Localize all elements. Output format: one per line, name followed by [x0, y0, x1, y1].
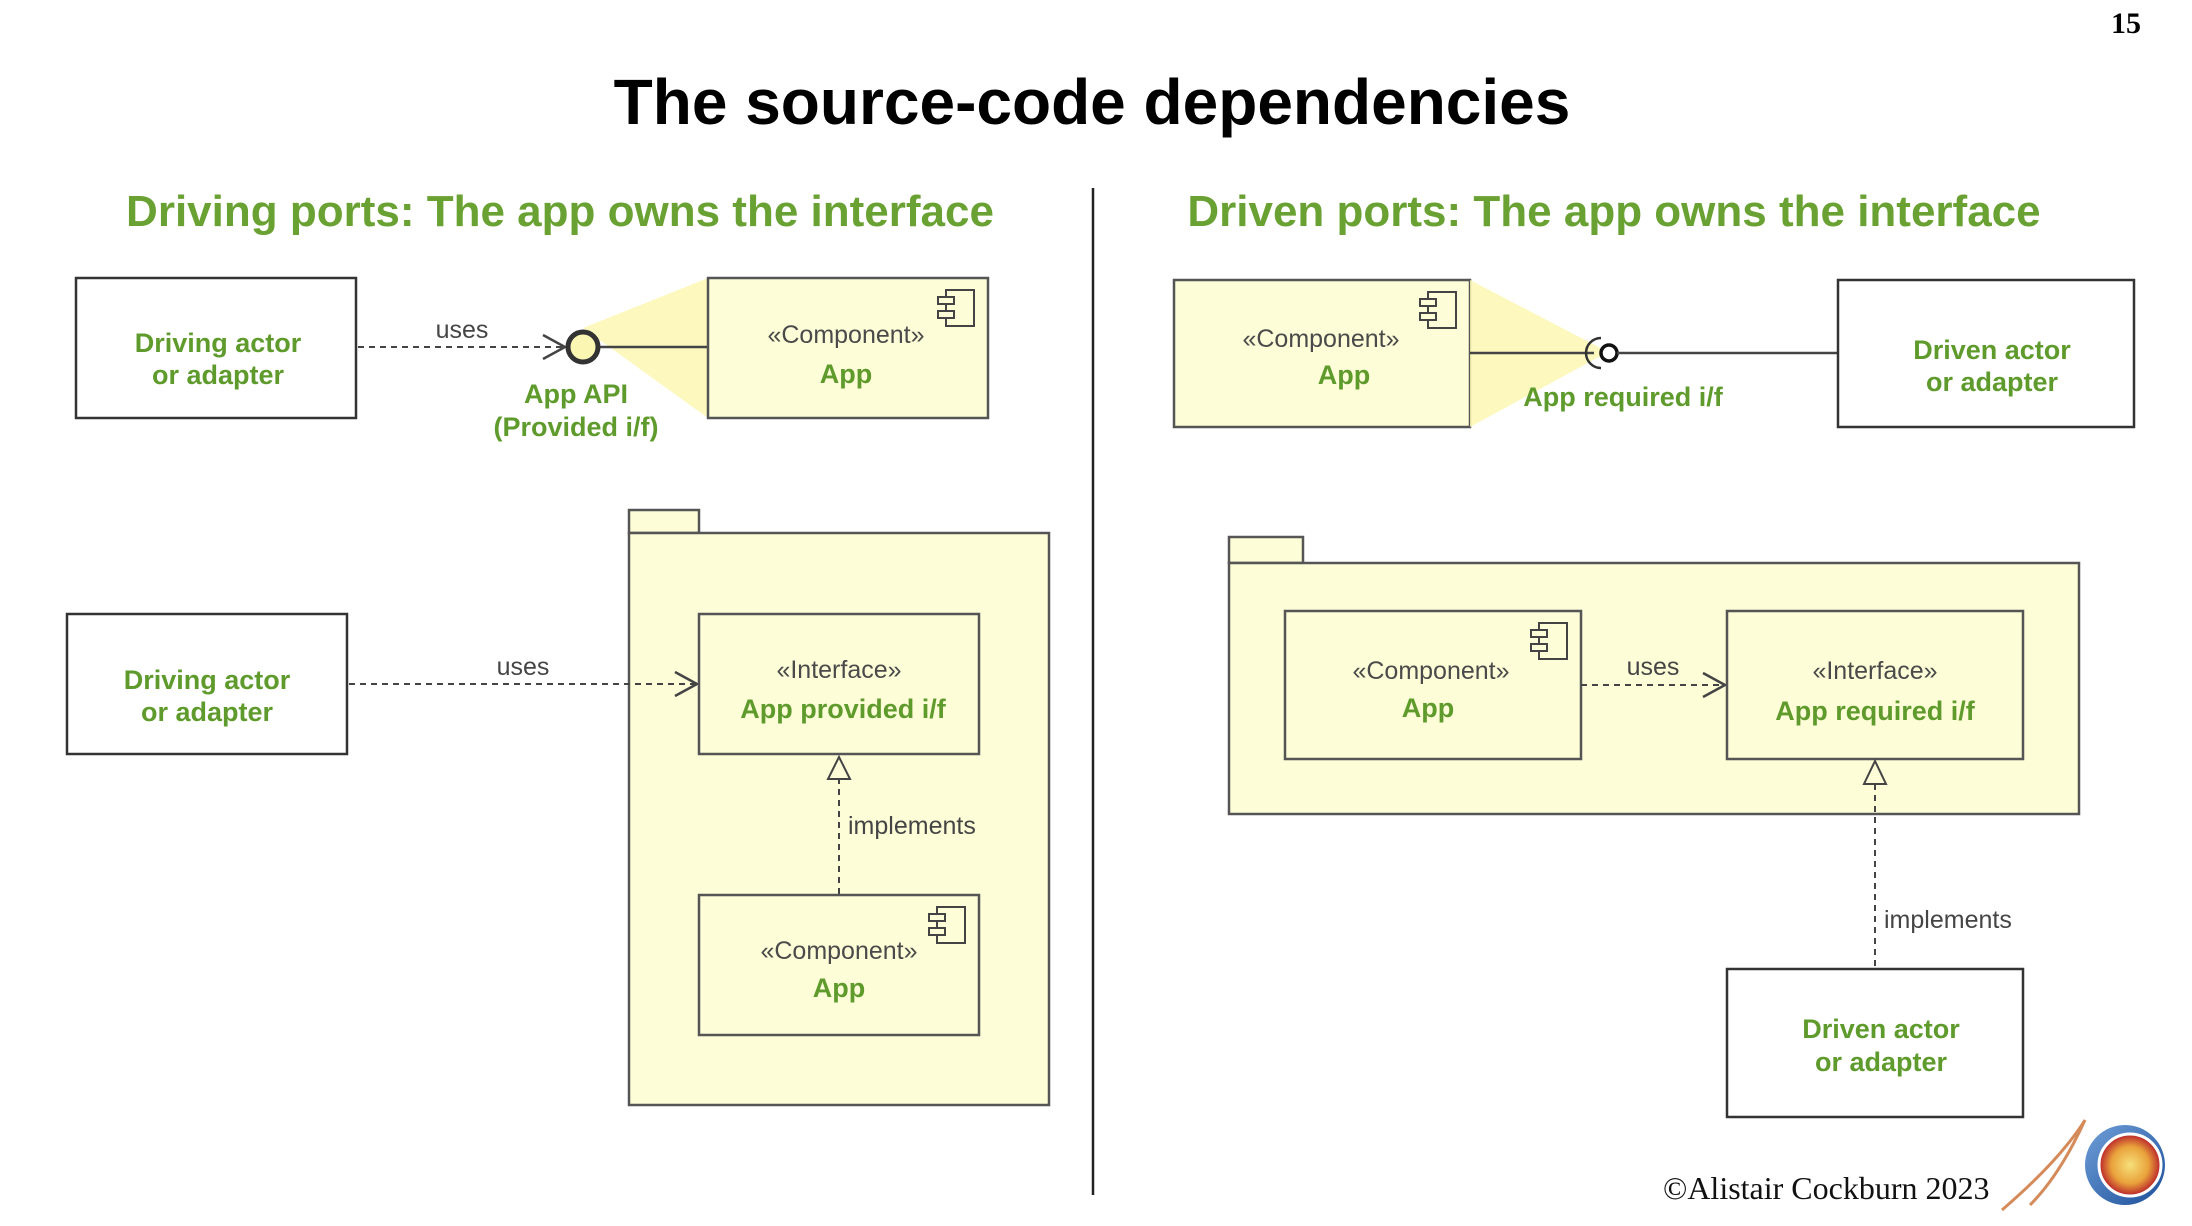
uses-label: uses — [497, 653, 550, 681]
actor-label-line2: or adapter — [141, 697, 274, 727]
driving-actor-box — [74, 276, 358, 420]
driven-actor-box — [1725, 967, 2025, 1119]
interface-name: App provided i/f — [740, 694, 947, 724]
package-tab — [627, 508, 701, 535]
component-icon — [1530, 622, 1568, 660]
page-title: The source-code dependencies — [614, 66, 1571, 138]
interface-name: App required i/f — [1775, 696, 1976, 726]
port-label: App required i/f — [1523, 382, 1724, 412]
driving-actor-box — [65, 612, 349, 756]
uses-label: uses — [436, 316, 489, 344]
component-name: App — [820, 359, 872, 389]
component-name: App — [1402, 693, 1454, 723]
logo-icon — [2001, 1119, 2165, 1212]
required-port-ball — [1599, 343, 1619, 363]
component-icon — [928, 906, 966, 944]
actor-label-line2: or adapter — [1926, 367, 2059, 397]
left-top-diagram: Driving actor or adapter uses App API (P… — [74, 276, 990, 442]
copyright-credit: ©Alistair Cockburn 2023 — [1663, 1170, 1990, 1206]
port-label-line2: (Provided i/f) — [493, 412, 658, 442]
actor-label-line1: Driving actor — [135, 328, 302, 358]
port-label-line1: App API — [524, 379, 628, 409]
actor-label-line2: or adapter — [152, 360, 285, 390]
actor-label-line2: or adapter — [1815, 1047, 1948, 1077]
component-stereotype: «Component» — [760, 937, 917, 965]
interface-box — [697, 612, 981, 756]
component-name: App — [813, 973, 865, 1003]
interface-stereotype: «Interface» — [776, 656, 901, 684]
left-section-heading: Driving ports: The app owns the interfac… — [126, 187, 994, 236]
implements-label: implements — [1884, 906, 2012, 934]
arrowhead — [1702, 671, 1728, 699]
interface-stereotype: «Interface» — [1812, 657, 1937, 685]
right-top-diagram: «Component» App App required i/f Driven … — [1172, 278, 2136, 429]
component-icon — [937, 289, 975, 327]
left-bottom-diagram: Driving actor or adapter uses «Interface… — [65, 508, 1051, 1107]
actor-label-line1: Driven actor — [1802, 1014, 1960, 1044]
component-stereotype: «Component» — [767, 321, 924, 349]
component-icon — [1419, 291, 1457, 329]
page-number: 15 — [2111, 7, 2141, 40]
realization-arrowhead — [1862, 758, 1888, 785]
right-section-heading: Driven ports: The app owns the interface — [1187, 187, 2040, 236]
uses-label: uses — [1627, 653, 1680, 681]
actor-label-line1: Driven actor — [1913, 335, 2071, 365]
arrowhead — [674, 670, 700, 698]
component-stereotype: «Component» — [1352, 657, 1509, 685]
arrowhead — [542, 333, 568, 361]
actor-label-line1: Driving actor — [124, 665, 291, 695]
required-interface-socket-icon — [1584, 336, 1602, 370]
realization-arrowhead — [826, 754, 852, 780]
provided-interface-lollipop-icon — [565, 329, 601, 365]
package-tab — [1227, 535, 1305, 565]
implements-label: implements — [848, 812, 976, 840]
right-bottom-diagram: «Component» App uses «Interface» App req… — [1227, 535, 2081, 1119]
component-stereotype: «Component» — [1242, 325, 1399, 353]
interface-box — [1725, 609, 2025, 761]
component-name: App — [1318, 360, 1370, 390]
driven-actor-box — [1836, 278, 2136, 429]
